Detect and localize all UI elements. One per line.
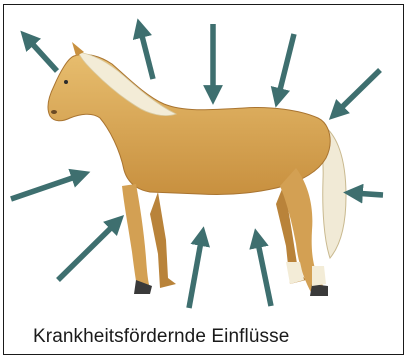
arrow-bottom-front: [189, 236, 202, 308]
horse-eye: [64, 80, 68, 84]
horse-nostril: [51, 110, 57, 114]
horse-leg-far-front: [150, 192, 176, 288]
arrow-left-chest: [11, 175, 81, 199]
horse-leg-near-front: [122, 184, 150, 292]
arrow-lower-left: [58, 222, 117, 280]
horse-body: [48, 54, 330, 194]
arrow-right-tail: [353, 193, 383, 195]
arrow-bottom-hind: [257, 238, 271, 306]
figure-caption: Krankheitsfördernde Einflüsse: [33, 326, 289, 348]
arrow-top-back: [278, 34, 294, 98]
arrow-top-left: [27, 38, 57, 71]
arrow-top-right: [336, 70, 380, 113]
arrow-top-mane: [140, 28, 153, 79]
